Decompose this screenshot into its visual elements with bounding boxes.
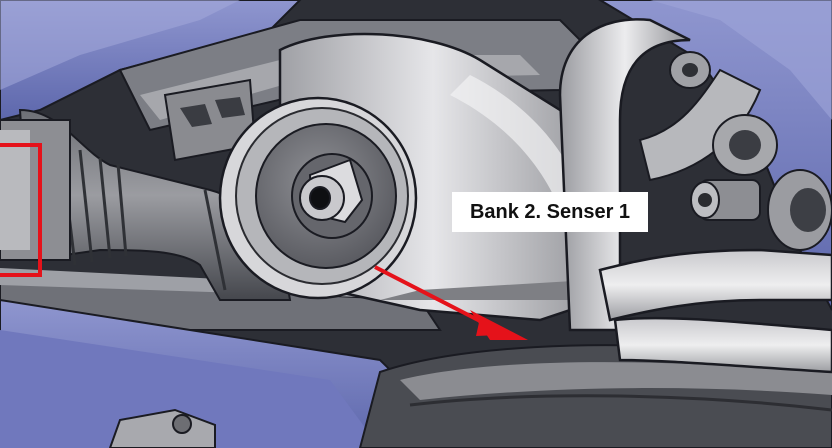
red-arrow xyxy=(374,265,528,340)
highlight-box xyxy=(0,143,42,277)
sensor-callout-text: Bank 2. Senser 1 xyxy=(469,200,631,223)
sensor-callout-label: Bank 2. Senser 1 xyxy=(452,192,648,232)
